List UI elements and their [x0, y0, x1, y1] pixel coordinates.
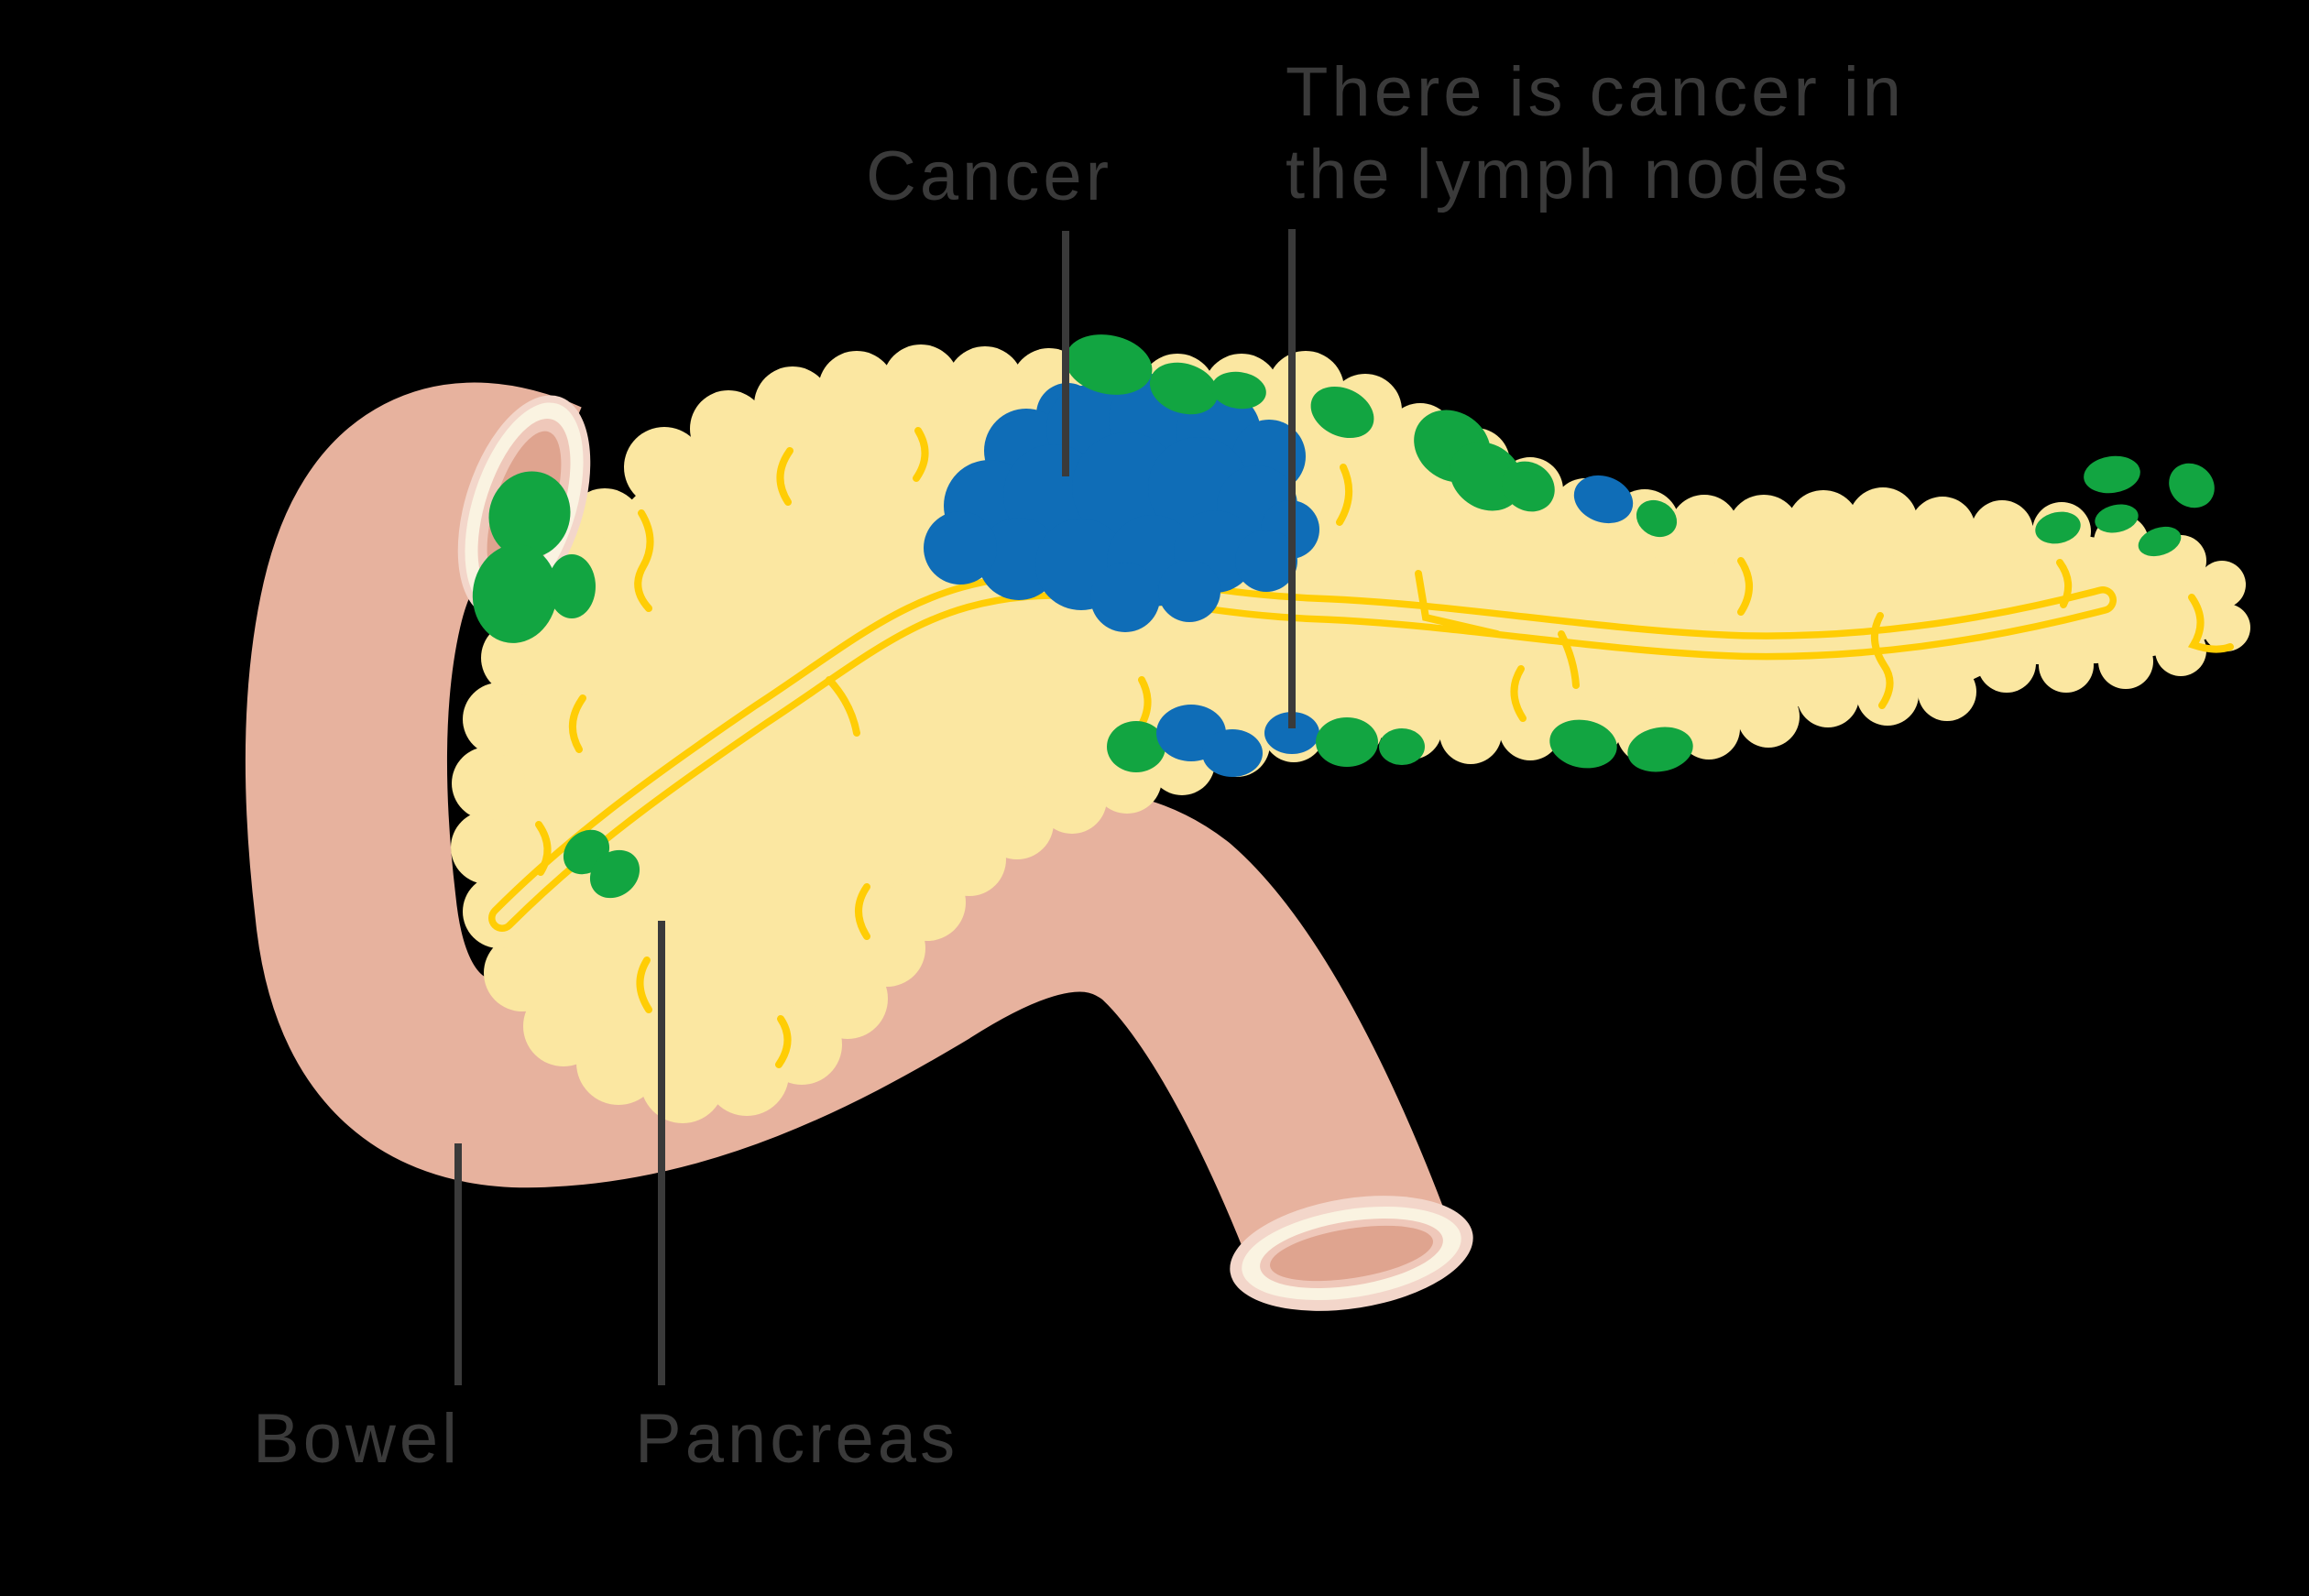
- lymph-node: [2138, 526, 2182, 557]
- lymph-node-with-cancer: [1264, 712, 1319, 754]
- lymph-node: [488, 471, 571, 559]
- lymph-node: [1065, 334, 1153, 395]
- lymph-nodes-label: There is cancer in the lymph nodes: [1286, 53, 1906, 213]
- pancreas-label: Pancreas: [635, 1400, 959, 1478]
- lymph-node: [548, 554, 596, 618]
- lymph-node: [1379, 728, 1425, 765]
- bowel-tube: [245, 382, 1450, 1293]
- cancer-label: Cancer: [866, 137, 1112, 215]
- lymph-node-with-cancer: [1202, 729, 1263, 777]
- lymph-node: [2169, 463, 2215, 508]
- lymph-node: [1211, 371, 1266, 410]
- lymph-node: [1107, 721, 1165, 772]
- lymph-node: [1627, 727, 1693, 772]
- lymph-node: [2035, 511, 2081, 544]
- lymph-nodes-at-bowel: [472, 471, 596, 643]
- lymph-node: [1636, 499, 1678, 538]
- lymph-node: [1549, 719, 1617, 769]
- lymph-nodes: [563, 334, 2215, 899]
- lymph-node: [1149, 362, 1219, 415]
- lymph-node: [1310, 386, 1374, 439]
- lymph-node: [2095, 504, 2139, 533]
- bowel-label: Bowel: [253, 1400, 461, 1478]
- lymph-node: [2084, 455, 2140, 494]
- lymph-node: [589, 849, 640, 899]
- lymph-node: [1502, 461, 1555, 512]
- bowel-cut-end-bottom: [1230, 1196, 1473, 1311]
- lymph-node: [472, 544, 558, 643]
- bowel: [245, 382, 1473, 1311]
- lymph-node: [1316, 717, 1378, 767]
- lymph-node-with-cancer: [1573, 475, 1634, 524]
- leader-lines: [454, 229, 1296, 1385]
